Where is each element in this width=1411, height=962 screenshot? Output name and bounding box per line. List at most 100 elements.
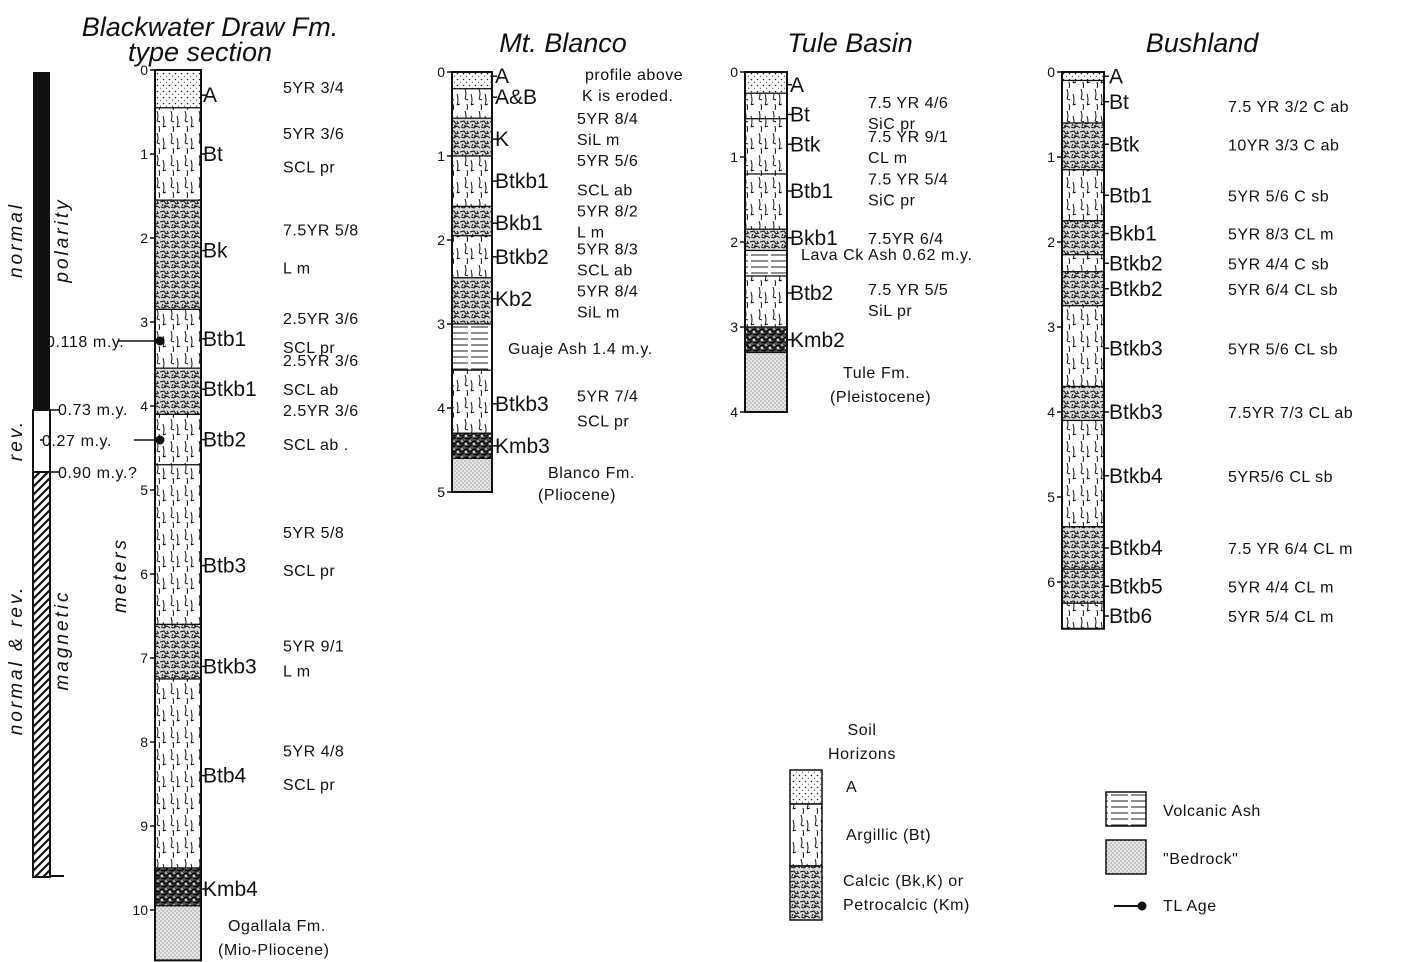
horizon-description: 5YR 8/3 [577, 241, 638, 258]
horizon-description: 7.5 YR 3/2 C ab [1228, 99, 1349, 116]
horizon-label: Btk [1109, 133, 1140, 156]
polarity-rev-label: rev. [6, 419, 27, 461]
depth-tick-label: 5 [437, 484, 445, 500]
depth-tick-label: 3 [437, 316, 445, 332]
tule-ash-label: Lava Ck Ash 0.62 m.y. [801, 247, 973, 264]
polarity-magnetic-label: magnetic [52, 589, 73, 690]
age-027: 0.27 m.y. [42, 433, 112, 450]
legend-title-1: Soil [847, 722, 876, 739]
blanco-layer [451, 369, 493, 434]
tule-layer [744, 275, 788, 328]
bushland-layer [1061, 419, 1105, 528]
depth-tick-label: 2 [1047, 234, 1055, 250]
horizon-label: Btb2 [790, 282, 833, 305]
legend-swatch-ash [1105, 791, 1147, 827]
blackwater-axis-label: meters [110, 537, 131, 613]
horizon-label: Btkb2 [495, 246, 549, 269]
bushland-layer [1061, 79, 1105, 124]
depth-tick-label: 2 [140, 230, 148, 246]
legend-label-petrocalcic: Petrocalcic (Km) [843, 897, 970, 914]
horizon-label: Btkb1 [495, 170, 549, 193]
bushland-layer [1061, 526, 1105, 570]
blackwater-layer [154, 464, 202, 625]
tule-layer [744, 249, 788, 277]
bushland-layer [1061, 220, 1105, 256]
horizon-description: 5YR5/6 CL sb [1228, 469, 1333, 486]
tule-base-label-1: Tule Fm. [843, 365, 910, 382]
blackwater-layer [154, 623, 202, 680]
horizon-description: 7.5YR 6/4 [868, 231, 944, 248]
blackwater-layer [154, 367, 202, 416]
horizon-description: 5YR 5/8 [283, 525, 344, 542]
polarity-normal-rev-label: normal & rev. [6, 585, 27, 736]
blanco-base-label-1: Blanco Fm. [548, 465, 635, 482]
horizon-description: L m [577, 225, 605, 242]
horizon-description: SCL pr [283, 563, 335, 580]
legend-swatch-calcic [789, 865, 823, 921]
blackwater-layer [154, 905, 202, 961]
horizon-description: 2.5YR 3/6 [283, 311, 359, 328]
depth-tick-label: 3 [1047, 319, 1055, 335]
horizon-label: A&B [495, 86, 537, 109]
tl-age-marker-icon [1137, 901, 1147, 911]
horizon-description: 7.5 YR 4/6 [868, 95, 948, 112]
horizon-label: A [495, 65, 509, 88]
horizon-description: L m [283, 664, 311, 681]
tule-base-label-2: (Pleistocene) [830, 389, 931, 406]
normal-polarity-bar [33, 72, 50, 410]
horizon-description: 5YR 5/6 CL sb [1228, 341, 1338, 358]
blanco-layer [451, 323, 493, 371]
horizon-label: Btb4 [203, 765, 247, 788]
horizon-description: 5YR 6/4 CL sb [1228, 282, 1338, 299]
blanco-layer [451, 235, 493, 279]
depth-tick-label: 1 [1047, 149, 1055, 165]
horizon-description: 5YR 5/4 CL m [1228, 609, 1334, 626]
depth-tick-label: 2 [730, 234, 738, 250]
horizon-label: Btkb3 [1109, 401, 1163, 424]
horizon-label: Kmb3 [495, 435, 550, 458]
blackwater-layer [154, 69, 202, 109]
horizon-label: Btb6 [1109, 605, 1152, 628]
horizon-description: SCL ab [577, 183, 633, 200]
horizon-description: 7.5YR 7/3 CL ab [1228, 405, 1353, 422]
horizon-description: CL m [868, 150, 908, 167]
horizon-description: SCL ab [577, 262, 633, 279]
blackwater-layer [154, 678, 202, 869]
tule-layer [744, 92, 788, 120]
depth-tick-label: 10 [132, 902, 148, 918]
depth-tick-label: 3 [140, 314, 148, 330]
depth-tick-label: 6 [140, 566, 148, 582]
horizon-label: Bkb1 [1109, 223, 1157, 246]
blanco-ash-label: Guaje Ash 1.4 m.y. [508, 341, 653, 358]
horizon-description: SCL ab . [283, 437, 349, 454]
bushland-layer [1061, 602, 1105, 630]
blanco-title: Mt. Blanco [499, 28, 627, 58]
depth-tick-label: 0 [1047, 64, 1055, 80]
horizon-label: Bkb1 [790, 227, 838, 250]
horizon-description: 5YR 5/6 [577, 153, 638, 170]
horizon-description: SCL pr [283, 340, 335, 357]
horizon-description: 5YR 4/4 CL m [1228, 579, 1334, 596]
mixed-polarity-bar [32, 471, 51, 878]
bushland-layer [1061, 568, 1105, 604]
horizon-description: 5YR 5/6 C sb [1228, 188, 1329, 205]
blanco-layer [451, 457, 493, 493]
horizon-description: 5YR 8/4 [577, 111, 638, 128]
depth-tick-label: 4 [730, 404, 738, 420]
horizon-label: Bk [203, 240, 228, 263]
bushland-layer [1061, 305, 1105, 388]
horizon-description: 5YR 8/4 [577, 283, 638, 300]
depth-tick-label: 8 [140, 734, 148, 750]
horizon-label: Bt [790, 104, 810, 127]
blanco-column-outline [451, 71, 493, 493]
horizon-description: 5YR 7/4 [577, 388, 638, 405]
horizon-description: 2.5YR 3/6 [283, 403, 359, 420]
bushland-layer [1061, 385, 1105, 422]
depth-tick-label: 6 [1047, 574, 1055, 590]
depth-tick-label: 0 [140, 62, 148, 78]
blanco-note-1: profile above [585, 67, 683, 84]
horizon-description: 7.5 YR 6/4 CL m [1228, 541, 1353, 558]
horizon-description: 5YR 3/4 [283, 80, 344, 97]
